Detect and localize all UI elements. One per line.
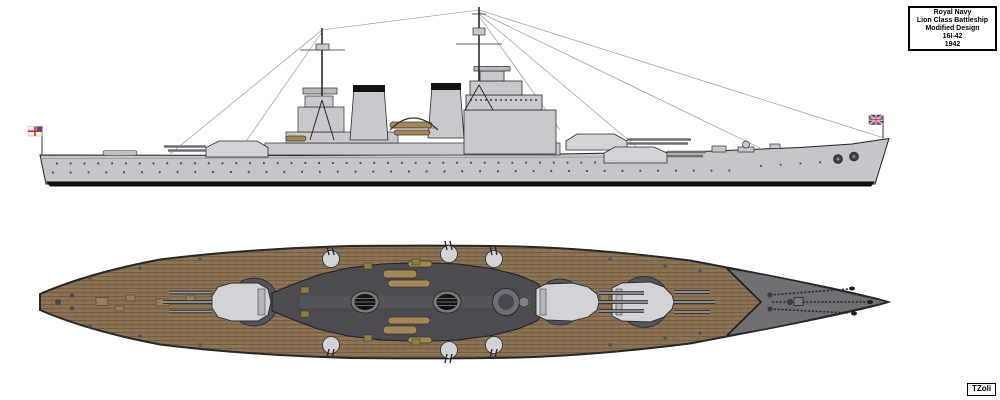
side-profile-view (27, 7, 890, 187)
foremast (456, 7, 502, 111)
boot-topping (46, 181, 875, 187)
ships-boats-side (285, 121, 433, 142)
fore-funnel-plan (432, 290, 462, 314)
deck-edge-line (39, 156, 641, 159)
mainmast (300, 28, 345, 141)
secondary-turrets (322, 240, 503, 364)
boat-crane (389, 117, 439, 131)
turret-A-side (603, 146, 706, 164)
anchors-side (833, 151, 859, 164)
porthole-row-bow (759, 160, 841, 167)
turret-Y-plan (163, 282, 272, 322)
bridge-plan (492, 288, 530, 316)
quarterdeck-skylight (102, 150, 138, 156)
artist-signature: TZoli (967, 383, 996, 396)
turret-B-plan (535, 282, 648, 322)
turret-Y-side (164, 140, 269, 158)
porthole-row-upper (55, 161, 621, 165)
pompom-mounts (300, 258, 421, 346)
anchor-chains (767, 286, 873, 316)
title-box: Royal Navy Lion Class Battleship Modifie… (908, 6, 997, 51)
aft-funnel (349, 85, 389, 141)
deck-fittings (55, 257, 702, 347)
aft-funnel-plan (350, 290, 380, 314)
top-plan-view (39, 240, 892, 364)
aft-superstructure (297, 87, 345, 133)
title-line-design: Modified Design (925, 24, 980, 32)
white-ensign-icon (27, 126, 43, 155)
rigging-lines (169, 9, 885, 155)
union-jack-icon (868, 114, 884, 138)
title-line-navy: Royal Navy (933, 8, 972, 16)
fore-funnel (427, 83, 465, 139)
breakwater (726, 267, 763, 337)
title-line-class: Lion Class Battleship (916, 16, 989, 24)
forecastle-mounts (711, 140, 781, 153)
title-line-code: 16I-42 (942, 32, 963, 40)
bridge-tower (463, 66, 557, 155)
turret-B-side (565, 133, 691, 151)
title-line-year: 1942 (944, 40, 961, 48)
